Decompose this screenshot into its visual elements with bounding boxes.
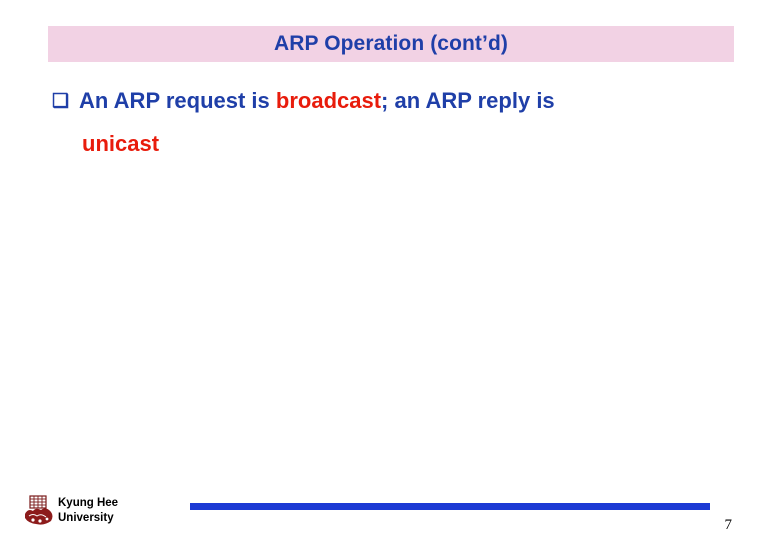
university-crest-icon — [22, 494, 56, 528]
footer-divider — [190, 503, 710, 510]
page-title: ARP Operation (cont’d) — [274, 32, 508, 55]
bullet-text-highlight: broadcast — [275, 88, 382, 113]
bullet-text-part1: An ARP request is — [79, 88, 276, 113]
bullet-line-2: unicast — [82, 131, 160, 156]
page-number: 7 — [724, 517, 733, 533]
title-bar: ARP Operation (cont’d) — [48, 26, 734, 62]
footer-organization: Kyung Hee University — [58, 496, 118, 526]
bullet-line-1: ❑ An ARP request is broadcast; an ARP rep… — [52, 80, 752, 123]
bullet-block: ❑ An ARP request is broadcast; an ARP rep… — [52, 80, 752, 165]
bullet-square-icon: ❑ — [52, 91, 70, 112]
footer-organization-line2: University — [58, 512, 114, 524]
footer-organization-line1: Kyung Hee — [58, 497, 119, 509]
bullet-text-part2: ; an ARP reply is — [381, 88, 555, 113]
